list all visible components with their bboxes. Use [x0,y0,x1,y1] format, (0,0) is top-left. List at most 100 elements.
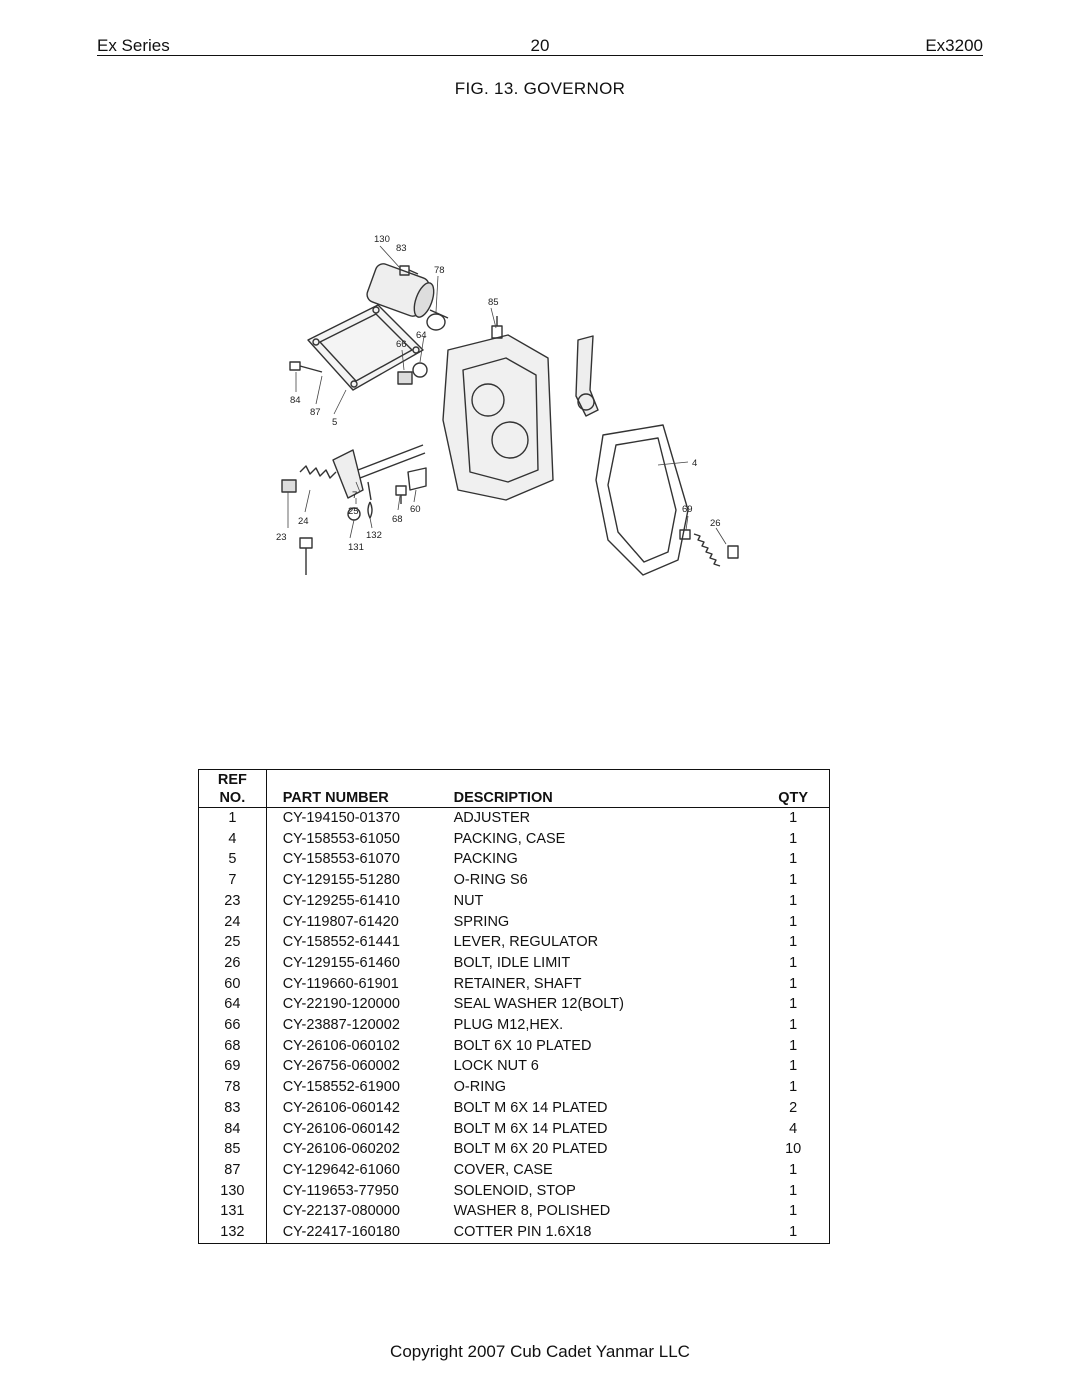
idle-limit-bolt-drawing [679,529,739,567]
retainer-shaft-drawing [407,467,427,491]
governor-arm-drawing [575,335,599,417]
callout-78: 78 [434,265,445,276]
table-header-row-1: REF [198,769,830,788]
cell-description: PLUG M12,HEX. [453,1017,564,1034]
table-row: 84 CY-26106-060142 BOLT M 6X 14 PLATED 4 [198,1118,830,1140]
cell-ref: 68 [198,1035,267,1057]
solenoid-drawing [366,263,449,319]
header-rule [97,55,983,56]
cell-ref: 83 [198,1097,267,1119]
callout-83: 83 [396,243,407,254]
cell-part-number: CY-119660-61901 [282,975,399,992]
cell-part-number: CY-22137-080000 [282,1203,400,1220]
cell-part-number: CY-129155-51280 [282,872,400,889]
cell-ref: 1 [198,807,267,829]
callout-5: 5 [332,417,337,428]
cell-qty: 1 [789,892,798,909]
cell-part-number: CY-158553-61070 [282,851,400,868]
cell-part-number: CY-119653-77950 [282,1182,399,1199]
callout-130: 130 [374,234,390,245]
page-number: 20 [530,36,550,55]
cell-part-number: CY-26106-060202 [282,1141,400,1158]
cell-ref: 66 [198,1015,267,1036]
cell-description: SPRING [453,913,510,930]
cell-qty: 1 [789,913,798,930]
cell-qty: 2 [789,1099,798,1116]
cell-description: WASHER 8, POLISHED [453,1203,611,1220]
cell-ref: 78 [198,1077,267,1098]
callout-7: 7 [352,490,357,501]
callout-132: 132 [366,530,382,541]
callout-24: 24 [298,516,309,527]
cell-ref: 130 [198,1180,267,1202]
callout-64: 64 [416,330,427,341]
bolt-84-drawing [289,361,323,373]
cell-description: COTTER PIN 1.6X18 [453,1224,592,1241]
spring-drawing [299,465,337,479]
cell-part-number: CY-26106-060102 [282,1037,400,1054]
cell-qty: 1 [789,872,798,889]
cell-qty: 4 [789,1120,798,1137]
cell-description: BOLT M 6X 14 PLATED [453,1120,608,1137]
cell-qty: 1 [789,934,798,951]
cell-qty: 1 [789,830,798,847]
cell-part-number: CY-26106-060142 [282,1099,400,1116]
seal-washer-drawing [412,362,428,378]
cell-ref: 26 [198,952,267,974]
header-model: Ex3200 [925,36,983,55]
header-description: DESCRIPTION [447,788,758,808]
cell-ref: 24 [198,911,267,933]
cell-ref: 64 [198,994,267,1016]
adjuster-drawing [299,537,313,575]
callout-4: 4 [692,458,697,469]
cell-qty: 1 [789,1224,798,1241]
callout-85: 85 [488,297,499,308]
plug-drawing [397,371,413,385]
cell-ref: 84 [198,1118,267,1140]
cell-description: O-RING S6 [453,872,528,889]
cell-qty: 1 [789,1058,798,1075]
nut-drawing [281,479,297,493]
cell-qty: 1 [789,1203,798,1220]
callout-68: 68 [392,514,403,525]
cell-qty: 1 [789,1037,798,1054]
callout-69: 69 [682,504,693,515]
cell-part-number: CY-129642-61060 [282,1161,400,1178]
bolt-68-drawing [395,485,407,504]
cotter-pin-drawing [367,501,373,519]
cell-part-number: CY-26106-060142 [282,1120,400,1137]
cell-qty: 1 [789,1079,798,1096]
cell-part-number: CY-23887-120002 [282,1017,400,1034]
callout-60: 60 [410,504,421,515]
cell-description: NUT [453,892,484,909]
callout-87: 87 [310,407,321,418]
header-qty: QTY [757,788,830,808]
header-series: Ex Series [97,36,170,55]
cell-description: LEVER, REGULATOR [453,934,599,951]
bolt-83-drawing [399,265,419,276]
cell-description: SOLENOID, STOP [453,1182,576,1199]
header-no: NO. [198,788,267,808]
cell-ref: 69 [198,1056,267,1078]
packing-case-drawing [595,424,689,576]
cell-part-number: CY-119807-61420 [282,913,399,930]
cell-description: ADJUSTER [453,810,531,826]
cell-part-number: CY-22417-160180 [282,1224,400,1241]
cell-description: BOLT 6X 10 PLATED [453,1037,592,1054]
table-row: 24 CY-119807-61420 SPRING 1 [198,911,830,933]
cell-description: LOCK NUT 6 [453,1058,539,1075]
cell-qty: 1 [789,975,798,992]
cover-case-drawing [307,304,424,391]
